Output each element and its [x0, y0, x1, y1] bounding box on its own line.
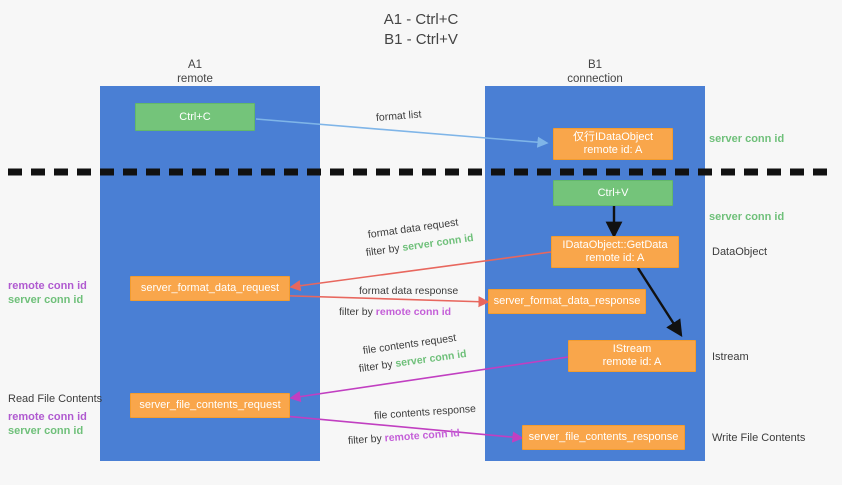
filter-prefix: filter by	[358, 357, 397, 375]
column-a1-sub: remote	[177, 73, 213, 85]
box-ctrl-v[interactable]: Ctrl+V	[553, 180, 673, 206]
label-remote-conn-id: remote conn id	[8, 411, 87, 423]
filter-value-remote-conn-id: remote conn id	[384, 427, 461, 445]
label-write-file-contents: Write File Contents	[712, 432, 806, 444]
box-idataobject[interactable]: 仅行IDataObject remote id: A	[553, 128, 673, 160]
box-getdata-line2: remote id: A	[585, 252, 645, 264]
box-file-contents-response-label: server_file_contents_response	[528, 431, 679, 443]
box-format-data-request-label: server_format_data_request	[140, 282, 280, 294]
caption-file-contents-response: file contents response	[373, 402, 477, 422]
box-format-data-response-label: server_format_data_response	[493, 295, 641, 307]
box-file-contents-request-label: server_file_contents_request	[139, 399, 281, 411]
box-idataobject-line1: 仅行IDataObject	[572, 131, 654, 143]
box-server-file-contents-response[interactable]: server_file_contents_response	[522, 425, 685, 450]
box-getdata-line1: IDataObject::GetData	[562, 239, 668, 251]
filter-prefix: filter by	[347, 432, 386, 447]
box-istream-line2: remote id: A	[602, 356, 662, 368]
label-dataobject: DataObject	[712, 246, 768, 258]
box-istream[interactable]: IStream remote id: A	[568, 340, 696, 372]
box-server-file-contents-request[interactable]: server_file_contents_request	[130, 393, 290, 418]
box-idataobject-getdata[interactable]: IDataObject::GetData remote id: A	[551, 236, 679, 268]
column-b1-name: B1	[587, 59, 603, 71]
box-istream-line1: IStream	[612, 343, 652, 355]
label-text: server conn id	[709, 133, 785, 145]
page-title: A1 - Ctrl+C B1 - Ctrl+V	[0, 10, 842, 50]
filter-value-remote-conn-id: remote conn id	[375, 306, 452, 318]
label-server-conn-id-top: server conn id	[709, 132, 784, 146]
label-conn-ids-file: remote conn id server conn id	[8, 410, 87, 438]
column-a1-name: A1	[187, 59, 203, 71]
label-remote-conn-id: remote conn id	[8, 280, 87, 292]
label-server-conn-id-mid: server conn id	[709, 210, 784, 224]
title-line-2: B1 - Ctrl+V	[384, 31, 458, 48]
box-ctrl-c[interactable]: Ctrl+C	[135, 103, 255, 131]
box-server-format-data-response[interactable]: server_format_data_response	[488, 289, 646, 314]
label-server-conn-id: server conn id	[8, 425, 84, 437]
title-line-1: A1 - Ctrl+C	[383, 11, 459, 28]
label-server-conn-id: server conn id	[8, 294, 84, 306]
column-b1-sub: connection	[567, 73, 623, 85]
filter-prefix: filter by	[365, 241, 404, 259]
box-idataobject-line2: remote id: A	[583, 144, 643, 156]
label-text: server conn id	[709, 211, 785, 223]
filter-prefix: filter by	[339, 306, 376, 318]
box-ctrl-c-label: Ctrl+C	[179, 110, 211, 123]
column-header-a1: A1 remote	[135, 58, 255, 86]
caption-format-list: format list	[375, 108, 422, 124]
box-server-format-data-request[interactable]: server_format_data_request	[130, 276, 290, 301]
caption-format-data-response: format data response	[359, 285, 459, 297]
caption-file-contents-response-filter: filter by remote conn id	[348, 426, 461, 448]
label-conn-ids-format: remote conn id server conn id	[8, 279, 87, 307]
box-ctrl-v-label: Ctrl+V	[597, 186, 629, 199]
column-header-b1: B1 connection	[535, 58, 655, 86]
label-istream: Istream	[712, 351, 749, 363]
label-read-file-contents: Read File Contents	[8, 393, 103, 405]
caption-format-data-response-filter: filter by remote conn id	[339, 305, 451, 319]
